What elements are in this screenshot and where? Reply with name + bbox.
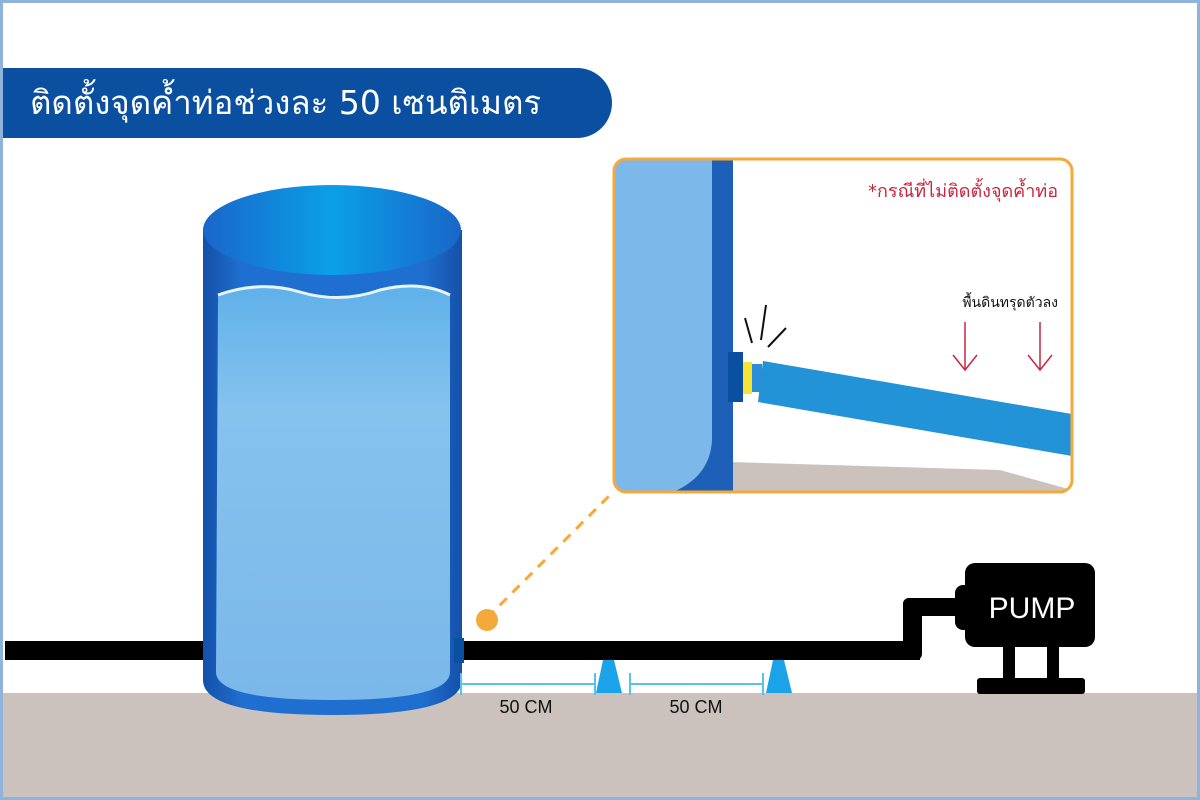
pump-label: PUMP bbox=[989, 592, 1076, 625]
crack-icon bbox=[744, 304, 787, 348]
callout-line bbox=[485, 491, 614, 620]
ground-sinking-label: พื้นดินทรุดตัวลง bbox=[962, 292, 1058, 311]
inset-warning-note: *กรณีที่ไม่ติดตั้งจุดค้ำท่อ bbox=[868, 178, 1058, 202]
page-title: ติดตั้งจุดค้ำท่อช่วงละ 50 เซนติเมตร bbox=[30, 83, 542, 122]
pump: PUMP bbox=[955, 563, 1095, 694]
pipe-support bbox=[596, 660, 622, 693]
pipe-support bbox=[766, 660, 792, 693]
inset-panel: *กรณีที่ไม่ติดตั้งจุดค้ำท่อ พื้นดินทรุดต… bbox=[612, 157, 1074, 494]
water-tank bbox=[203, 185, 464, 715]
measurement-label: 50 CM bbox=[499, 697, 552, 717]
dimension-lines bbox=[460, 673, 764, 695]
measurement-label: 50 CM bbox=[669, 697, 722, 717]
ground bbox=[0, 693, 1200, 800]
title-banner: ติดตั้งจุดค้ำท่อช่วงละ 50 เซนติเมตร bbox=[0, 68, 612, 138]
down-arrow-icon bbox=[952, 322, 1053, 372]
callout-dot bbox=[476, 609, 498, 631]
